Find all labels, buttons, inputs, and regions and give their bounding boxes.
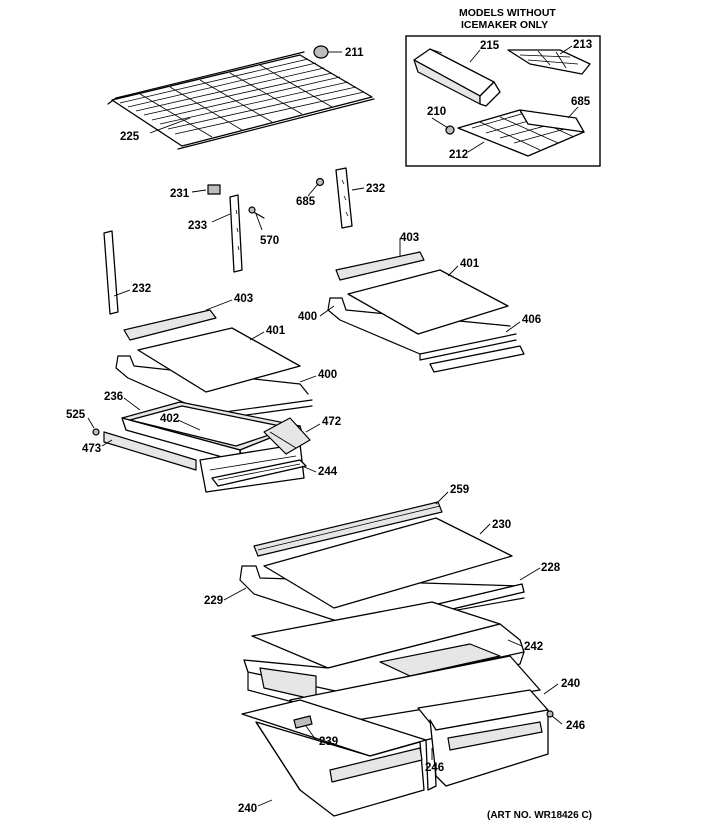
- crisper-drawer-right-240: [417, 689, 554, 787]
- art-number: (ART NO. WR18426 C): [487, 810, 592, 821]
- label-685-inset: 685: [571, 96, 591, 108]
- slide-244: [211, 459, 307, 487]
- label-212: 212: [449, 149, 468, 161]
- label-403-right: 403: [400, 232, 419, 244]
- label-242: 242: [524, 641, 543, 653]
- label-239: 239: [319, 736, 338, 748]
- slide-473: [103, 431, 197, 471]
- label-225: 225: [120, 131, 140, 143]
- glass-401-left: [137, 327, 301, 393]
- label-246-right: 246: [566, 720, 585, 732]
- label-246-mid: 246: [425, 762, 444, 774]
- part-211: [313, 45, 342, 59]
- inset-box: MODELS WITHOUT ICEMAKER ONLY: [405, 7, 601, 167]
- part-231: [207, 184, 221, 195]
- label-525: 525: [66, 409, 86, 421]
- label-231: 231: [170, 188, 190, 200]
- label-570: 570: [260, 235, 279, 247]
- label-685: 685: [296, 196, 316, 208]
- rail-232-left: [103, 230, 119, 315]
- label-472: 472: [322, 416, 341, 428]
- label-403-left: 403: [234, 293, 253, 305]
- label-402: 402: [160, 413, 179, 425]
- label-244: 244: [318, 466, 338, 478]
- label-240-right: 240: [561, 678, 580, 690]
- glass-230: [263, 517, 513, 609]
- trim-259: [253, 501, 443, 557]
- label-401-right: 401: [460, 258, 480, 270]
- label-232-right: 232: [366, 183, 385, 195]
- label-233: 233: [188, 220, 207, 232]
- label-228: 228: [541, 562, 561, 574]
- label-215: 215: [480, 40, 500, 52]
- rail-472: [263, 417, 311, 455]
- label-406: 406: [522, 314, 541, 326]
- label-236: 236: [104, 391, 123, 403]
- part-210: [445, 125, 455, 135]
- label-232-left: 232: [132, 283, 151, 295]
- glass-401-right: [347, 269, 509, 335]
- label-240-left: 240: [238, 803, 257, 815]
- trim-403-left: [123, 309, 217, 341]
- rail-232-right: [335, 167, 353, 229]
- inset-header-line2: ICEMAKER ONLY: [461, 19, 548, 31]
- trim-406: [429, 345, 525, 373]
- label-401-left: 401: [266, 325, 286, 337]
- inset-header-line1: MODELS WITHOUT: [459, 7, 556, 19]
- screw-570: [248, 206, 265, 219]
- handle-239: [293, 715, 313, 729]
- wire-shelf-225: [107, 51, 375, 150]
- ice-rack-212: [457, 109, 585, 157]
- label-259: 259: [450, 484, 469, 496]
- label-210: 210: [427, 106, 446, 118]
- part-685: [315, 177, 325, 187]
- rail-233: [229, 194, 243, 273]
- crisper-drawer-left-240: [241, 699, 437, 817]
- ice-tray-213: [507, 49, 591, 75]
- label-400-right: 400: [298, 311, 317, 323]
- ice-bin-215: [413, 48, 501, 107]
- label-473: 473: [82, 443, 101, 455]
- label-400-left: 400: [318, 369, 337, 381]
- label-230: 230: [492, 519, 511, 531]
- leader-lines: [87, 45, 579, 807]
- part-labels: 211 225 215 213 210 685 212 231 233 570 …: [66, 39, 592, 815]
- label-213: 213: [573, 39, 592, 51]
- label-211: 211: [345, 47, 364, 59]
- cover-242: [243, 601, 541, 727]
- trim-403-right: [335, 251, 425, 281]
- label-229: 229: [204, 595, 223, 607]
- screw-525: [92, 428, 100, 436]
